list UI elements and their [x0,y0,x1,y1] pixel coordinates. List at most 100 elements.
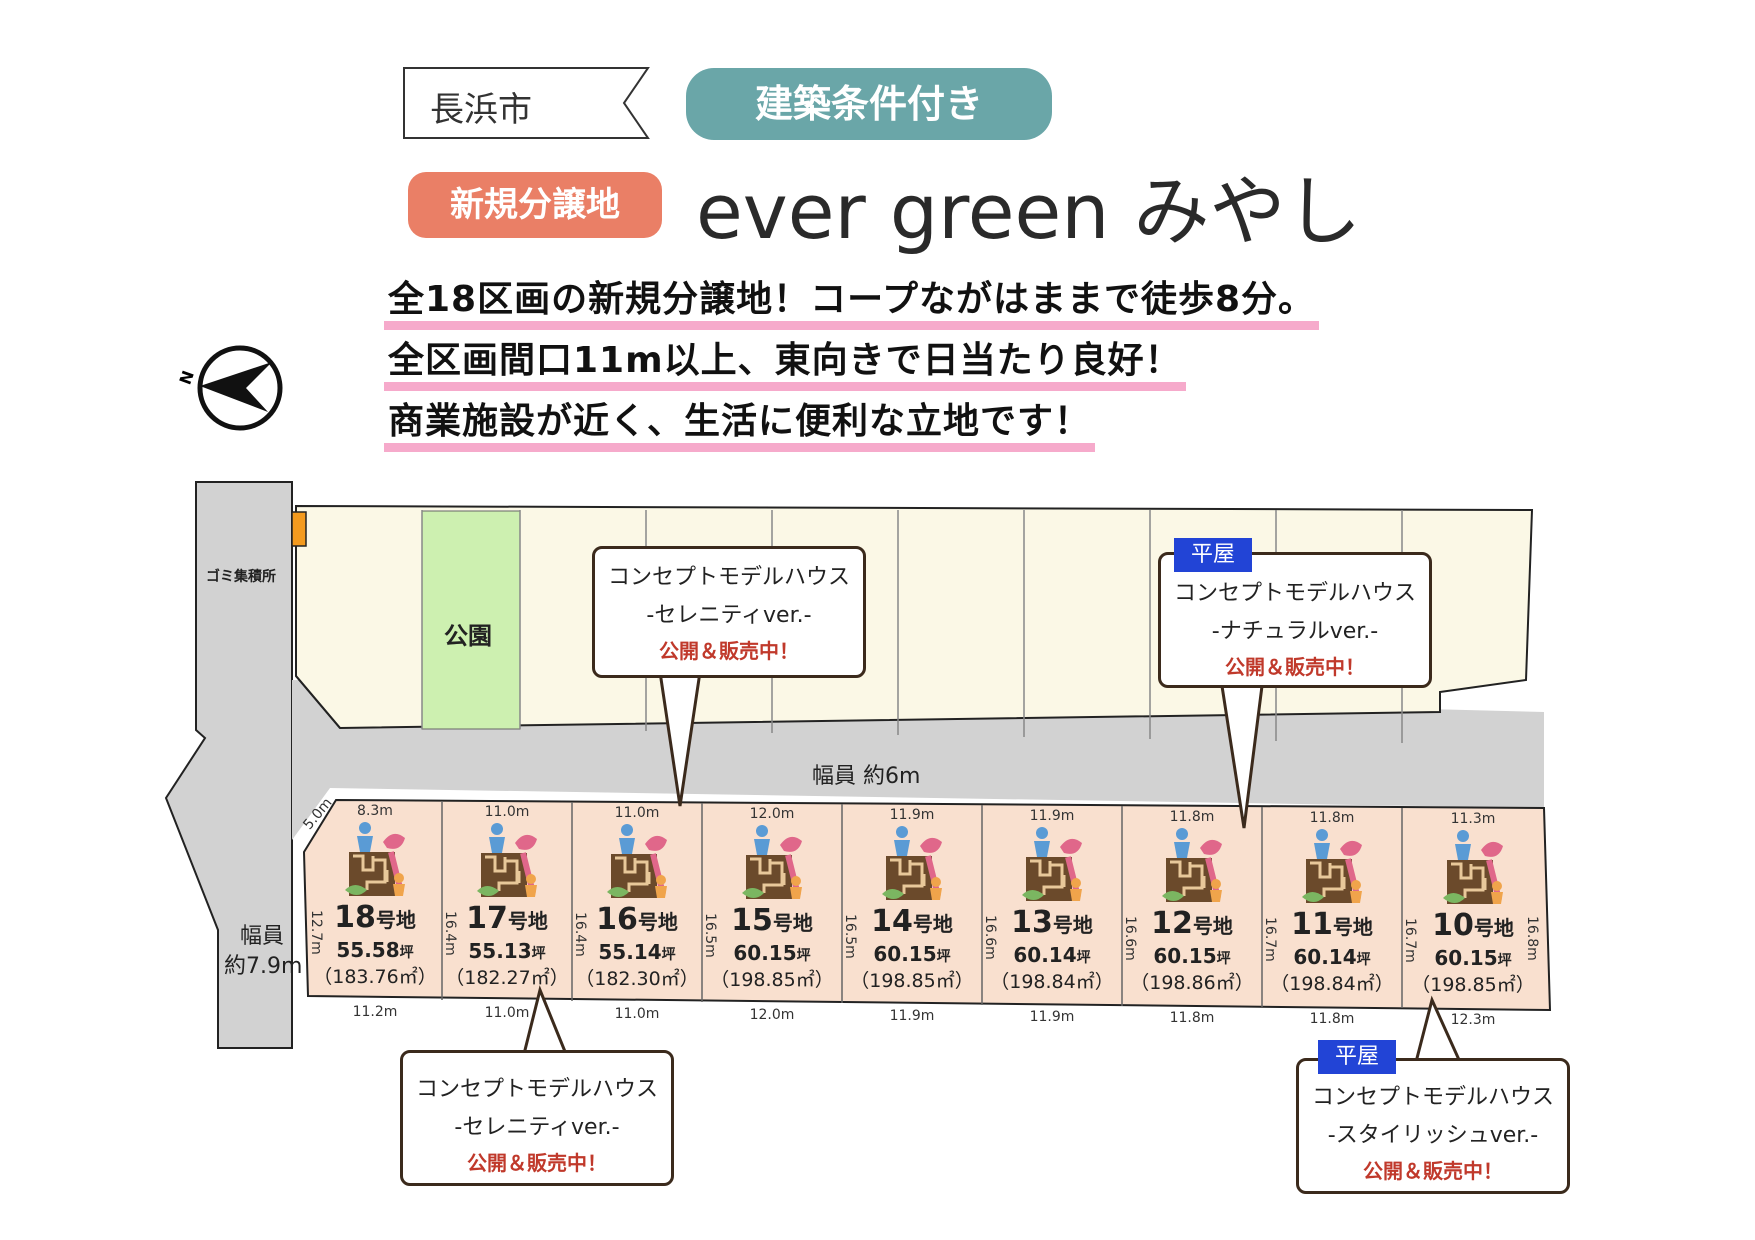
lot-side-dimension: 16.4m [572,912,588,957]
lot-top-dimension: 11.3m [1450,811,1496,827]
lot-side-dimension: 16.6m [982,915,998,960]
lot-18[interactable]: 18号地 55.58坪 （183.76㎡） 8.3m 11.2m 12.7m [308,800,442,1020]
lot-number: 16号地 [596,902,678,937]
side-road-width-label: 幅員 [240,924,285,949]
lot-bottom-dimension: 11.9m [889,1008,935,1024]
lot-14[interactable]: 14号地 60.15坪 （198.85㎡） 11.9m 11.9m 16.5m [842,804,982,1024]
lot-number: 17号地 [466,901,548,936]
lot-bottom-dimension: 11.8m [1169,1010,1215,1026]
lot-area-tsubo: 60.15坪 [1434,946,1512,970]
lot-character-icon [742,825,802,899]
lot-15[interactable]: 15号地 60.15坪 （198.85㎡） 12.0m 12.0m 16.5m [702,803,842,1023]
hiraya-badge: 平屋 [1318,1040,1396,1074]
lot-side-dimension: 12.7m [308,910,324,955]
lot-number: 18号地 [334,900,416,935]
lot-side-dimension: 16.4m [442,911,458,956]
lot-top-dimension: 11.8m [1309,810,1355,826]
lot-top-dimension: 11.9m [889,807,935,823]
lot-bottom-dimension: 11.0m [484,1005,530,1021]
callout-version: -ナチュラルver.- [1211,619,1379,644]
lot-character-icon [1162,828,1222,902]
lot-bottom-dimension: 11.2m [352,1004,398,1020]
callout-title: コンセプトモデルハウス [607,565,850,590]
lot-area-tsubo: 55.58坪 [336,938,414,962]
callout-title: コンセプトモデルハウス [1173,581,1416,606]
side-road [164,481,293,1049]
lot-12[interactable]: 12号地 60.15坪 （198.86㎡） 11.8m 11.8m 16.6m [1122,806,1262,1026]
park-area [421,510,521,730]
callout-title: コンセプトモデルハウス [1311,1085,1554,1110]
lot-side-dimension: 16.5m [702,913,718,958]
callout-version: -スタイリッシュver.- [1327,1123,1539,1148]
lot-character-icon [345,822,405,896]
callout-status: 公開＆販売中！ [1225,655,1365,679]
lot-area-sqm: （198.85㎡） [1411,974,1535,996]
garbage-point-label: ゴミ集積所 [206,569,276,585]
lot-top-dimension: 12.0m [749,806,795,822]
lot-number: 12号地 [1151,906,1233,941]
lot-area-tsubo: 60.15坪 [873,942,951,966]
lot-area-tsubo: 60.14坪 [1293,945,1371,969]
lot-area-sqm: （198.85㎡） [850,970,974,992]
building-condition-badge: 建築条件付き [686,68,1052,140]
lot-area-sqm: （182.30㎡） [575,968,699,990]
callout-version: -セレニティver.- [646,603,812,628]
side-road-width-value: 約7.9m [224,954,303,979]
lot-number: 15号地 [731,903,813,938]
lot-area-sqm: （182.27㎡） [445,967,569,989]
model-house-callout-2[interactable]: コンセプトモデルハウス -ナチュラルver.- 公開＆販売中！ [1158,552,1432,688]
project-title: ever green みやし [696,167,1362,256]
main-road-width-label: 幅員 約6m [812,764,921,789]
city-label: 長浜市 [430,90,532,130]
lot-character-icon [1022,827,1082,901]
lot-character-icon [1302,829,1362,903]
lot-side-dimension: 16.6m [1122,916,1138,961]
park-label: 公園 [444,622,492,650]
city-tag: 長浜市 [402,66,650,139]
lot-area-tsubo: 60.15坪 [733,941,811,965]
lot-area-sqm: （198.86㎡） [1130,972,1254,994]
model-house-callout-3[interactable]: コンセプトモデルハウス -セレニティver.- 公開＆販売中！ [400,1050,674,1186]
lot-number: 13号地 [1011,905,1093,940]
lot-top-dimension: 8.3m [357,803,393,819]
lot-side-dimension: 16.7m [1402,918,1418,963]
lot-16[interactable]: 16号地 55.14坪 （182.30㎡） 11.0m 11.0m 16.4m [572,802,702,1022]
hiraya-badge: 平屋 [1174,538,1252,572]
lot-area-sqm: （183.76㎡） [313,966,437,988]
svg-text:N: N [178,368,198,387]
lot-area-tsubo: 55.13坪 [468,939,546,963]
lot-area-sqm: （198.85㎡） [710,969,834,991]
callout-status: 公開＆販売中！ [467,1151,607,1175]
north-compass-icon: N [175,338,288,442]
garbage-point-marker [291,511,307,547]
lot-top-dimension: 11.0m [614,805,660,821]
lot-number: 14号地 [871,904,953,939]
lot-character-icon [882,826,942,900]
model-house-callout-1[interactable]: コンセプトモデルハウス -セレニティver.- 公開＆販売中！ [592,546,866,678]
model-house-callout-4[interactable]: コンセプトモデルハウス -スタイリッシュver.- 公開＆販売中！ [1296,1058,1570,1194]
lot-bottom-dimension: 11.0m [614,1006,660,1022]
callout-status: 公開＆販売中！ [659,639,799,663]
lot-bottom-dimension: 12.0m [749,1007,795,1023]
lot-bottom-dimension: 11.8m [1309,1011,1355,1027]
lot-number: 11号地 [1291,907,1373,942]
lot-area-tsubo: 60.15坪 [1153,944,1231,968]
lot-top-dimension: 11.8m [1169,809,1215,825]
lot-character-icon [607,824,667,898]
south-lots-area [302,798,1552,1012]
callout-version: -セレニティver.- [454,1115,620,1140]
lot-area-tsubo: 60.14坪 [1013,943,1091,967]
lot-bottom-dimension: 11.9m [1029,1009,1075,1025]
lot-area-tsubo: 55.14坪 [598,940,676,964]
lot-top-dimension: 11.9m [1029,808,1075,824]
lot-side-dimension: 16.7m [1262,917,1278,962]
lot-character-icon [477,823,537,897]
lot-side-dimension: 16.5m [842,914,858,959]
lot-number: 10号地 [1432,908,1514,943]
lot-character-icon [1443,830,1503,904]
